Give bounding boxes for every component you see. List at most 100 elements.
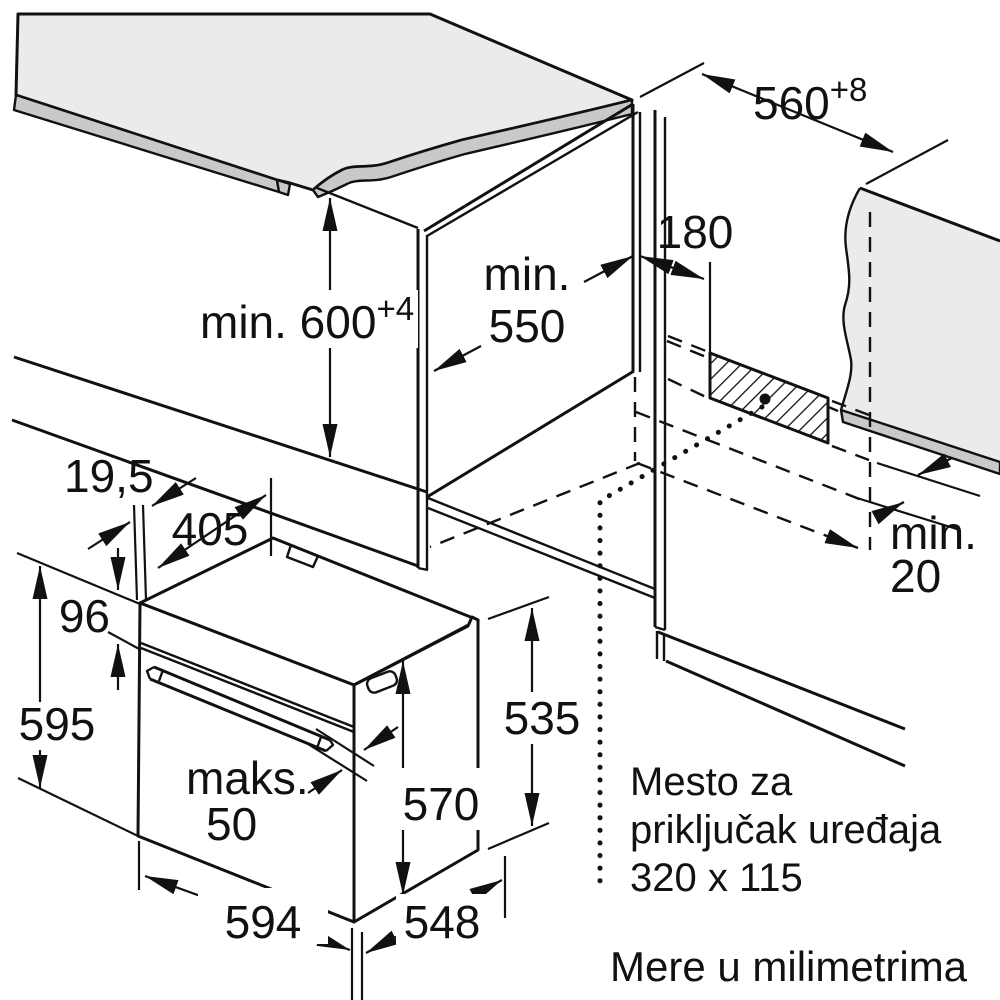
label-bg: [398, 768, 486, 830]
countertop: [12, 12, 634, 199]
label-bg: [198, 888, 328, 944]
handle-top: [153, 665, 331, 742]
label-carcass-height: 535: [504, 692, 581, 744]
dim-line: [157, 494, 267, 569]
extension-top: [16, 551, 141, 606]
handle-cap-right-inner: [315, 736, 323, 749]
tick: [865, 139, 949, 185]
dim-niche-width: 560+8: [639, 62, 949, 185]
connection-note-line1: Mesto za: [630, 760, 793, 804]
dim-front-width: 594: [137, 841, 364, 1000]
label-niche-width: 560+8: [753, 71, 867, 129]
extension-top: [487, 595, 550, 621]
dim-carcass-depth: 570: [395, 661, 486, 895]
niche-top-edge-outer: [423, 102, 634, 233]
dim-total-height: 595: [12, 566, 139, 837]
label-rear-gap-2: 20: [890, 550, 941, 602]
countertop-edge-band-right: [311, 98, 634, 199]
cabinet-shelf-line-upper: [13, 355, 428, 494]
label-handle-max-1: maks.: [186, 752, 309, 804]
niche-left-edge-cap: [417, 566, 429, 572]
control-panel-line-1: [140, 641, 355, 729]
label-socket-offset: 180: [657, 206, 734, 258]
leader-upper: [917, 453, 953, 476]
units-caption: Mere u milimetrima: [610, 943, 968, 990]
extension-bottom: [107, 631, 142, 651]
connection-note: Mesto za priključak uređaja 320 x 115: [630, 760, 942, 900]
niche-top-edge-inner: [426, 110, 639, 238]
handle-cap-left-inner: [157, 669, 165, 682]
tick: [307, 743, 368, 782]
dim-niche-height: min. 600+4: [196, 198, 418, 457]
hidden-connection-top-right: [831, 399, 870, 417]
base-edge-1: [657, 630, 906, 731]
tick: [639, 62, 705, 98]
dim-line: [701, 72, 894, 154]
hidden-connection-bottom-right: [831, 444, 870, 462]
dim-top-recess: 405: [157, 478, 273, 569]
side-panel-edge-cap: [654, 625, 666, 632]
hidden-connection-top-left: [667, 334, 707, 353]
dim-carcass-height: 535: [487, 595, 586, 851]
connection-leader-dotted: [597, 404, 765, 889]
label-rear-gap-1: min.: [890, 507, 977, 559]
connection-point-dot: [759, 393, 771, 405]
label-top-recess: 405: [172, 503, 249, 555]
dim-line: [639, 254, 705, 281]
hidden-base-edge-left: [429, 461, 641, 549]
tick: [132, 504, 139, 601]
label-carcass-depth: 570: [403, 778, 480, 830]
base-edge-2: [665, 659, 906, 768]
niche-floor-edge: [426, 369, 635, 499]
side-panel-top-edge: [316, 186, 419, 230]
control-panel-line-2: [140, 646, 355, 734]
label-bg: [498, 692, 586, 744]
oven-handle: [145, 665, 335, 753]
cabinet-niche: [11, 102, 906, 768]
countertop-break-endcap: [275, 178, 292, 197]
hidden-connection-bottom-left: [667, 377, 707, 399]
dim-door-thickness: 19,5: [64, 450, 197, 601]
label-bg: [196, 290, 418, 348]
hidden-base-edge-right: [635, 410, 863, 502]
shelf-edge-right-1: [427, 496, 656, 591]
connection-note-line3: 320 x 115: [630, 856, 803, 900]
extension-bottom: [487, 821, 550, 851]
label-niche-height: min. 600+4: [200, 290, 414, 348]
label-total-height: 595: [19, 698, 96, 750]
handle-cap-left: [145, 665, 155, 680]
rear-wall-face: [841, 188, 1000, 462]
leader-right: [151, 477, 197, 507]
dim-carcass-width: 548: [365, 856, 507, 954]
handle-bottom: [149, 677, 327, 753]
leader-upper: [363, 725, 399, 751]
rear-wall-top-edge: [859, 186, 1000, 243]
label-control-panel-height: 96: [59, 590, 110, 642]
label-bg: [12, 702, 104, 750]
tick: [141, 504, 148, 601]
handle-cap-right: [325, 739, 335, 752]
label-carcass-width: 548: [404, 896, 481, 948]
leader-lower: [433, 345, 482, 372]
connection-area: [597, 351, 830, 889]
oven: [136, 536, 480, 924]
oven-top-notch: [285, 544, 320, 569]
leader-lower: [871, 501, 905, 525]
extension-bottom: [17, 777, 139, 837]
label-niche-depth-2: 550: [489, 300, 566, 352]
leader-left: [87, 521, 131, 550]
leader-lower: [307, 769, 343, 795]
label-handle-max-2: 50: [206, 798, 257, 850]
dim-rear-gap: min. 20: [856, 453, 981, 602]
hidden-base-edge-arrow: [636, 461, 859, 550]
dim-niche-depth: min. 550: [433, 248, 634, 372]
leader-upper: [583, 255, 634, 283]
rear-wall-bottom-band: [839, 408, 1000, 476]
connection-note-line2: priključak uređaja: [630, 808, 942, 852]
countertop-surface: [14, 12, 634, 192]
dim-socket-offset: 180: [639, 206, 734, 352]
label-door-thickness: 19,5: [64, 450, 154, 502]
rear-wall: [839, 186, 1000, 476]
